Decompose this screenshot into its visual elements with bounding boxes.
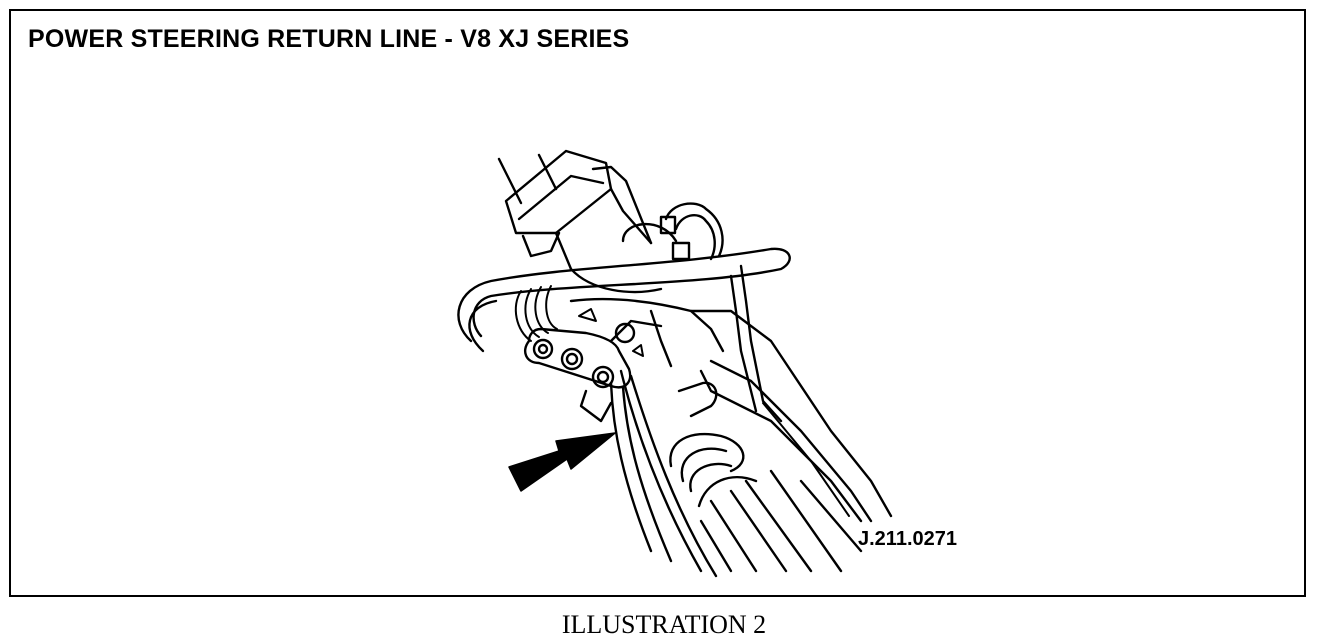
reference-code: J.211.0271 <box>858 528 957 550</box>
rack-gaiter-ribs <box>514 285 558 342</box>
valve-pipe-loop <box>659 202 724 261</box>
rack-tube-bellows <box>669 432 863 573</box>
rack-body <box>569 297 893 523</box>
illustration-frame: POWER STEERING RETURN LINE - V8 XJ SERIE… <box>9 9 1306 597</box>
arrow-pointer-icon <box>508 432 616 492</box>
valve-body-housing <box>504 149 678 294</box>
reference-leader-line <box>762 402 850 517</box>
illustration-caption: ILLUSTRATION 2 <box>561 610 767 639</box>
illustration-title: POWER STEERING RETURN LINE - V8 XJ SERIE… <box>28 25 630 53</box>
steering-column-shafts <box>497 153 558 205</box>
pipe-clamp-plate <box>524 308 644 389</box>
steering-rack-drawing <box>457 149 893 578</box>
return-line-pipe <box>579 369 718 578</box>
